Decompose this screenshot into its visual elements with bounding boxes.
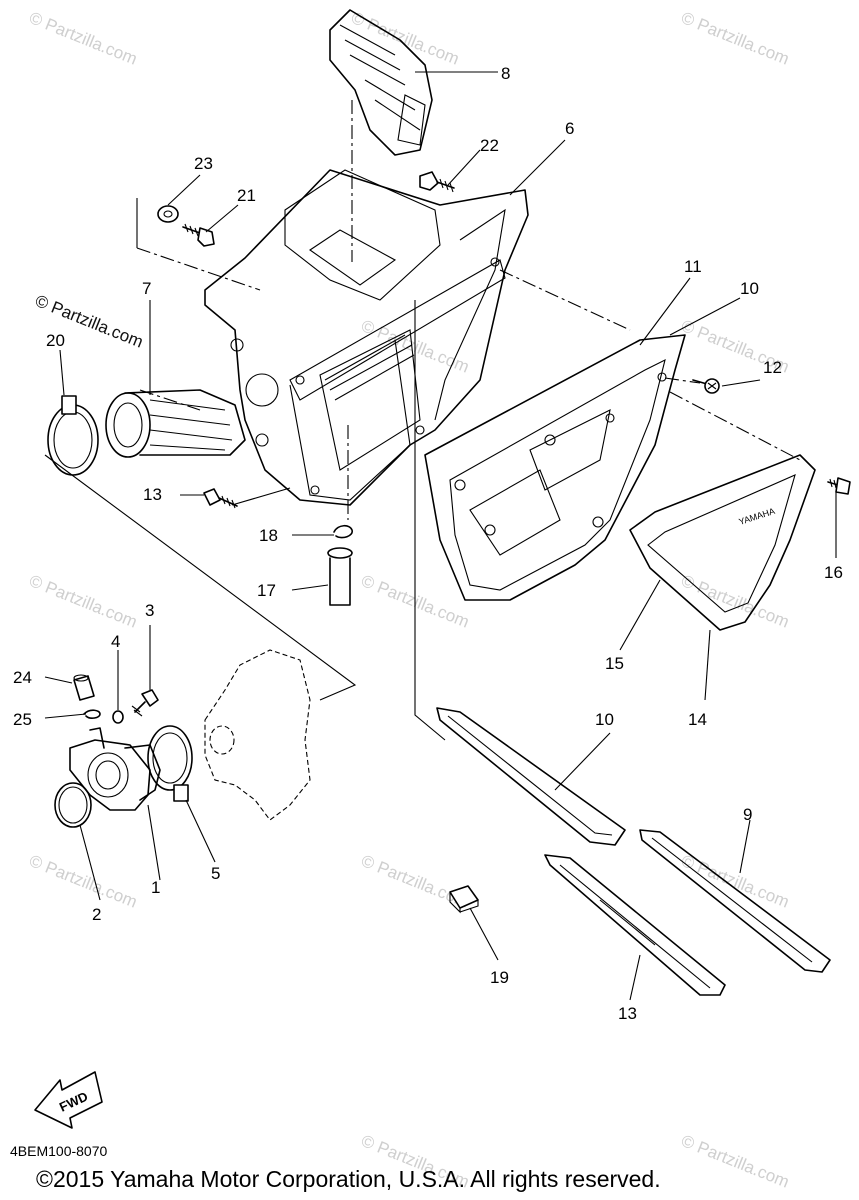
part-7-intake-boot: [105, 389, 246, 458]
assembly-lines: [44, 100, 801, 741]
callout-23: 22: [480, 136, 499, 155]
callout-25: 24: [13, 668, 32, 687]
part-24-washer: [157, 205, 179, 223]
part-22-bolt: [182, 223, 215, 247]
watermark: © Partzilla.com: [27, 571, 140, 632]
callout-12: 11: [684, 257, 702, 276]
diagram-code: 4BEM100-8070: [10, 1143, 108, 1159]
callout-1: 1: [151, 878, 160, 897]
callout-3: 3: [145, 601, 154, 620]
copyright-notice: ©2015 Yamaha Motor Corporation, U.S.A. A…: [36, 1166, 661, 1192]
watermarks: © Partzilla.com © Partzilla.com © Partzi…: [27, 8, 792, 1192]
part-17-screw: [827, 477, 851, 495]
callout-2: 2: [92, 905, 101, 924]
callout-20: 19: [490, 968, 509, 987]
callout-8: 8: [501, 64, 510, 83]
callout-5: 5: [211, 864, 220, 883]
callout-10: 10: [595, 710, 614, 729]
part-5-clamp: [147, 725, 193, 802]
part-3-screw: [131, 689, 159, 717]
fwd-arrow: FWD: [34, 1071, 103, 1129]
carburetor-reference-outline: [204, 649, 311, 821]
callout-9: 9: [743, 805, 752, 824]
callout-22: 21: [237, 186, 256, 205]
part-21-clamp: [47, 395, 99, 476]
callouts: 8 22 6 23 21 7 20 11 10 12 13 18 17 16 1…: [13, 64, 843, 1023]
callout-17: 16: [824, 563, 843, 582]
callout-21: 20: [46, 331, 65, 350]
part-8-intake-duct: [329, 9, 433, 156]
part-2-o-ring: [54, 782, 92, 828]
part-12-element-holder: [424, 334, 686, 601]
callout-26: 25: [13, 710, 32, 729]
callout-13-right: 12: [763, 358, 782, 377]
part-1-carb-joint: [69, 727, 161, 811]
callout-19: 18: [259, 526, 278, 545]
callout-11: 10: [740, 279, 759, 298]
watermark: © Partzilla.com: [359, 851, 472, 912]
part-26-clip: [83, 709, 101, 719]
callout-16: 15: [605, 654, 624, 673]
part-6-air-box: [204, 169, 529, 506]
part-14-filter-guide: [544, 854, 726, 996]
cover-brand-text: YAMAHA: [738, 506, 777, 527]
part-20-sponge: [449, 885, 479, 914]
callout-18: 17: [257, 581, 276, 600]
part-10-filter-element: [436, 707, 626, 846]
watermark: © Partzilla.com: [27, 851, 140, 912]
callout-6: 6: [565, 119, 574, 138]
callout-4: 4: [111, 632, 120, 651]
callout-13-left: 13: [143, 485, 162, 504]
part-19-clip: [333, 524, 353, 539]
watermark: © Partzilla.com: [679, 571, 792, 632]
part-13-screw-right: [692, 378, 720, 394]
part-25-cap: [73, 674, 95, 701]
callout-15: 14: [688, 710, 707, 729]
watermark: © Partzilla.com: [27, 8, 140, 69]
part-9-filter-element: [639, 829, 831, 973]
part-4-washer: [112, 710, 124, 724]
callout-24: 23: [194, 154, 213, 173]
callout-7: 7: [142, 279, 151, 298]
part-18-drain-tube: [327, 547, 353, 606]
leader-lines: [44, 71, 837, 1001]
callout-14: 13: [618, 1004, 637, 1023]
watermark: © Partzilla.com: [679, 1131, 792, 1192]
part-23-bolt: [419, 171, 455, 193]
watermark: © Partzilla.com: [679, 8, 792, 69]
